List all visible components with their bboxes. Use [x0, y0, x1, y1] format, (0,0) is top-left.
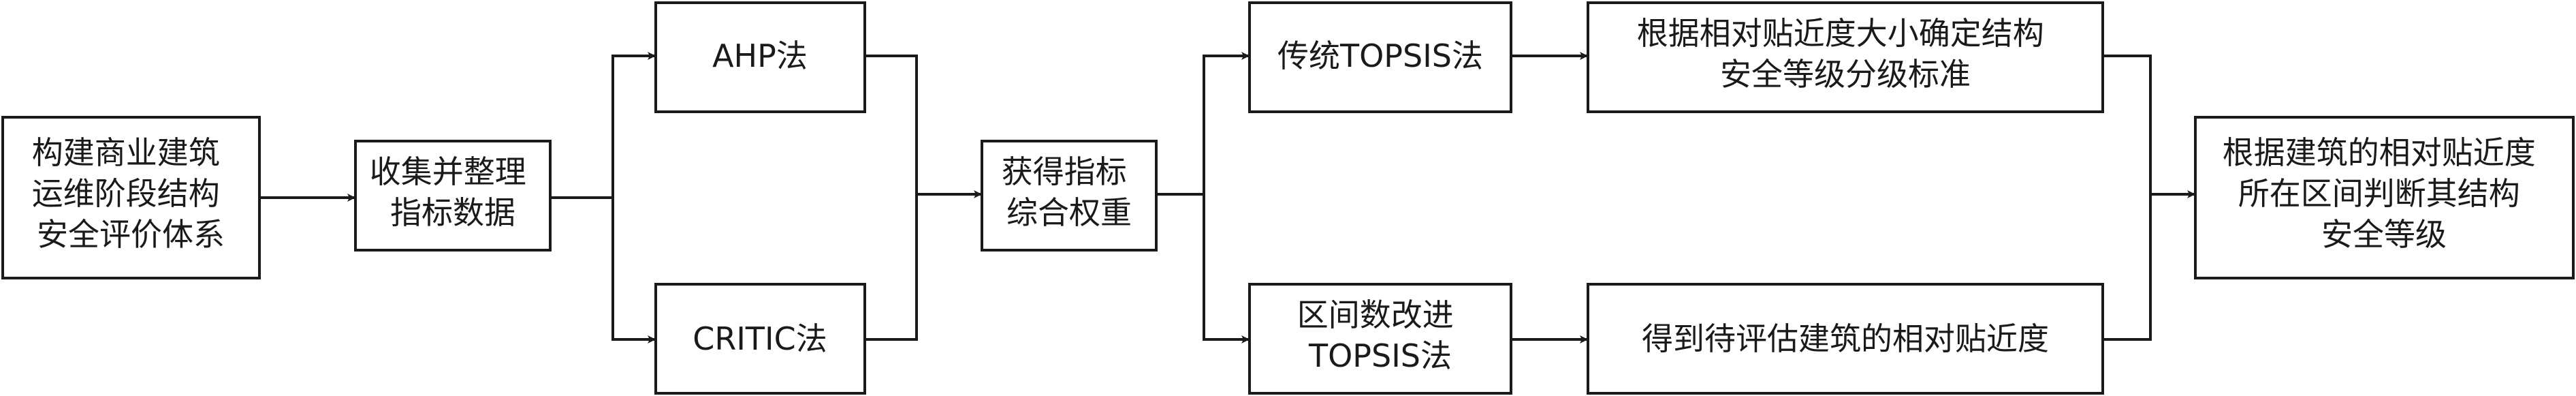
svg-text:区间数改进 TOPSIS法: 区间数改进 TOPSIS法 — [1297, 296, 1464, 374]
node-line: 根据相对贴近度大小确定结构 — [1637, 15, 2044, 52]
connectors — [259, 52, 2195, 344]
svg-text:根据建筑的相对贴近度 所在区间判断其结构: 根据建筑的相对贴近度 所在区间判断其结构 安全等级 — [2223, 134, 2546, 253]
edge-closeness-to-merge — [2103, 194, 2152, 341]
svg-text:CRITIC法: CRITIC法 — [693, 320, 827, 357]
node-line: 安全等级分级标准 — [1720, 56, 1971, 93]
node-line: 传统TOPSIS法 — [1277, 37, 1483, 74]
node-line: AHP法 — [712, 37, 808, 74]
svg-text:收集并整理 指标数据: 收集并整理 指标数据 — [370, 153, 537, 231]
node-critic-method: CRITIC法 — [654, 283, 866, 395]
node-line: 收集并整理 — [370, 153, 526, 190]
svg-text:得到待评估建筑的相对贴近度: 得到待评估建筑的相对贴近度 — [1642, 320, 2049, 357]
node-line: 综合权重 — [1006, 194, 1132, 231]
node-line: TOPSIS法 — [1308, 337, 1452, 374]
node-line: 安全评价体系 — [37, 216, 225, 253]
node-collect-indicator-data: 收集并整理 指标数据 — [354, 140, 552, 252]
node-line: 运维阶段结构 — [32, 175, 220, 212]
node-line: 区间数改进 — [1297, 296, 1454, 333]
edge-weights-to-topsis — [1156, 52, 1250, 196]
node-line: 所在区间判断其结构 — [2238, 175, 2520, 212]
node-line: 根据建筑的相对贴近度 — [2223, 134, 2536, 171]
node-build-evaluation-system: 构建商业建筑 运维阶段结构 安全评价体系 — [1, 116, 261, 279]
node-line: 获得指标 — [1002, 153, 1127, 190]
node-traditional-topsis: 传统TOPSIS法 — [1248, 1, 1512, 113]
edge-critic-to-weights — [865, 194, 918, 341]
node-line: 指标数据 — [390, 194, 515, 231]
node-line: 得到待评估建筑的相对贴近度 — [1642, 320, 2049, 357]
edge-standard-to-merge — [2103, 55, 2152, 194]
svg-text:AHP法: AHP法 — [712, 37, 808, 74]
svg-text:获得指标 综合权重: 获得指标 综合权重 — [1002, 153, 1137, 231]
node-line: 安全等级 — [2321, 216, 2447, 253]
node-relative-closeness: 得到待评估建筑的相对贴近度 — [1587, 283, 2104, 395]
node-interval-topsis: 区间数改进 TOPSIS法 — [1248, 283, 1512, 395]
svg-text:根据相对贴近度大小确定结构 安全等级分级标准: 根据相对贴近度大小确定结构 安全等级分级标准 — [1637, 15, 2054, 93]
node-line: CRITIC法 — [693, 320, 827, 357]
edge-weights-to-interval-topsis — [1203, 194, 1250, 344]
node-final-safety-grade: 根据建筑的相对贴近度 所在区间判断其结构 安全等级 — [2194, 116, 2575, 279]
svg-text:构建商业建筑 运维阶段结构 安全评价: 构建商业建筑 运维阶段结构 安全评价体系 — [32, 134, 230, 253]
edge-ahp-to-weights — [865, 55, 918, 194]
node-line: 构建商业建筑 — [32, 134, 220, 171]
node-combined-weights: 获得指标 综合权重 — [981, 140, 1158, 252]
edge-collect-to-critic — [611, 198, 656, 344]
node-ahp-method: AHP法 — [654, 1, 866, 113]
edge-collect-to-ahp — [550, 52, 656, 199]
svg-text:传统TOPSIS法: 传统TOPSIS法 — [1277, 37, 1483, 74]
node-grading-standard: 根据相对贴近度大小确定结构 安全等级分级标准 — [1587, 1, 2104, 113]
